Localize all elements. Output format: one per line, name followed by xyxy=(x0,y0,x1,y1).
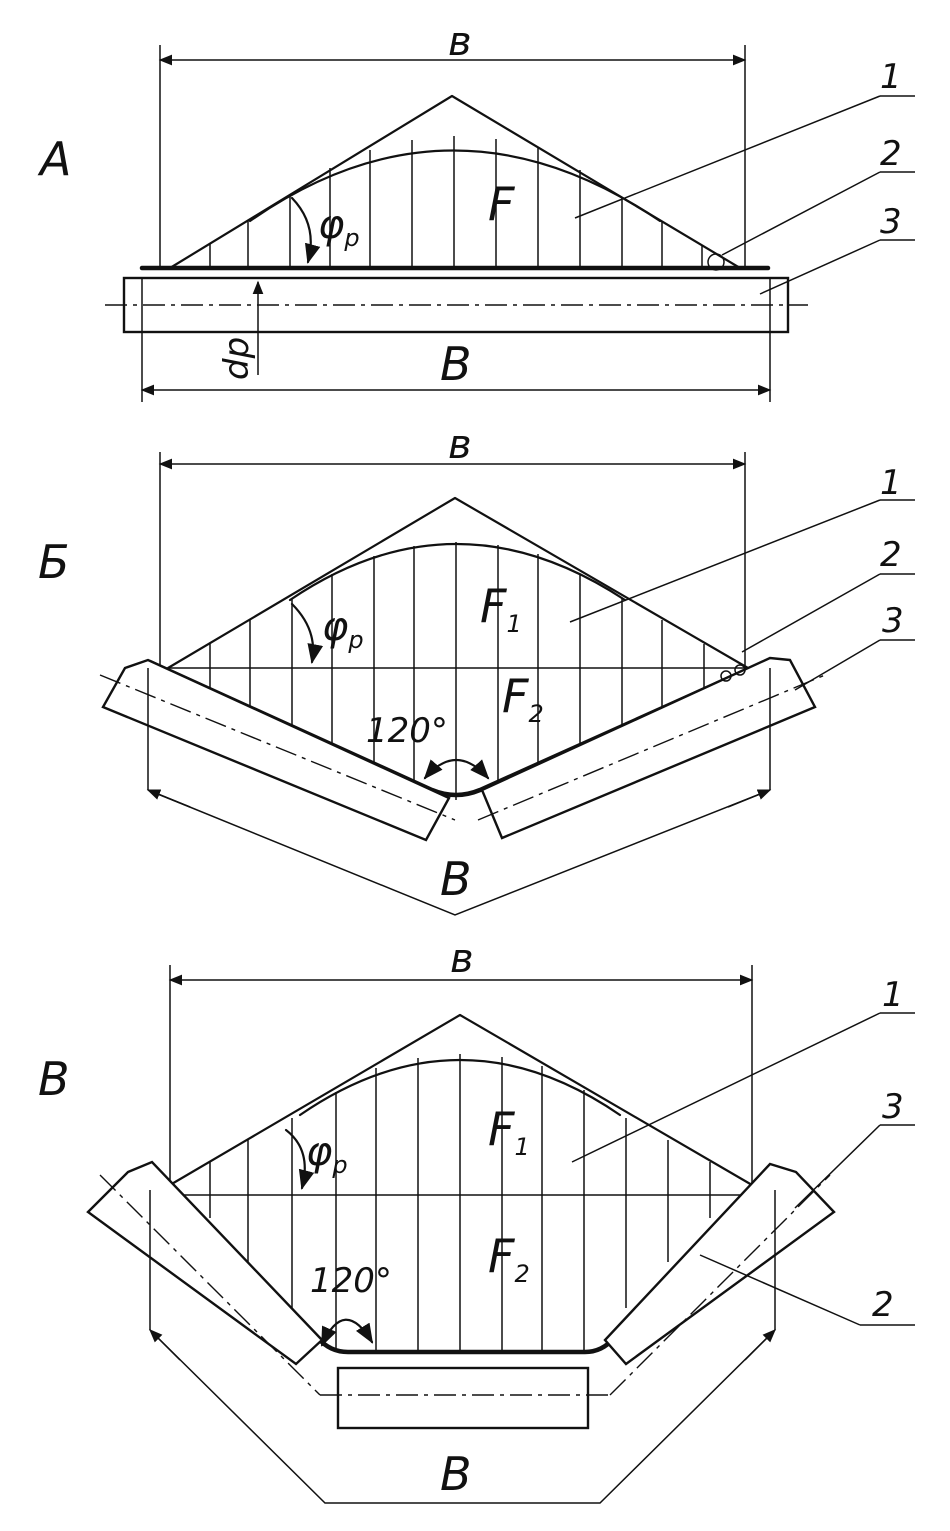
phi-label-b: φp xyxy=(322,604,364,654)
roller-center-c xyxy=(336,1366,590,1430)
area-f1-label-b: F1 xyxy=(480,579,522,638)
leader-2-a: 2 xyxy=(880,134,902,174)
pile-triangle-c xyxy=(168,1013,754,1187)
dim-B-label-a: В xyxy=(440,337,472,391)
hatch-lines-b xyxy=(209,542,705,800)
phi-label-c: φp xyxy=(306,1129,348,1179)
angle-arc-a xyxy=(290,196,321,264)
belt-edge-a xyxy=(707,253,725,271)
dim-B-line-b xyxy=(147,789,771,916)
dim-b-label: в xyxy=(448,19,472,65)
area-f2-label-c: F2 xyxy=(488,1229,530,1288)
leader-1-a: 1 xyxy=(880,57,902,97)
dim-dp-label: dp xyxy=(217,337,257,380)
leader-3-a: 3 xyxy=(880,202,902,242)
angle-120-arc-b xyxy=(423,758,490,780)
leader-3-b: 3 xyxy=(882,601,904,641)
roller-left-c xyxy=(86,1160,324,1366)
panel-c-label: В xyxy=(38,1052,70,1106)
dim-b-label-c: в xyxy=(450,936,474,982)
roller-left-b xyxy=(101,658,451,842)
panel-b: Б в φp F1 F2 120 xyxy=(38,422,915,916)
area-f-label: F xyxy=(488,177,515,231)
area-f2-label-b: F2 xyxy=(502,669,544,728)
leader-3-c: 3 xyxy=(882,1087,904,1127)
panel-a-label: A xyxy=(37,132,71,186)
hatch-lines-c xyxy=(209,1054,711,1350)
leader-1-c: 1 xyxy=(882,975,904,1015)
pile-triangle-b xyxy=(166,496,750,670)
angle-120-label-c: 120° xyxy=(310,1261,392,1301)
roller-right-b xyxy=(480,656,817,840)
angle-arc-b xyxy=(290,602,324,664)
leader-2-b: 2 xyxy=(880,535,902,575)
leader-2-c: 2 xyxy=(872,1285,894,1325)
leader-1-b: 1 xyxy=(880,463,902,503)
dim-b-label-b: в xyxy=(448,422,472,468)
phi-label-a: φp xyxy=(318,202,360,252)
pile-curve xyxy=(248,149,662,223)
panel-a: A в φp F xyxy=(37,19,915,402)
pile-curve-b xyxy=(288,542,627,602)
hatch-lines-a xyxy=(209,136,703,268)
angle-120-label-b: 120° xyxy=(366,711,448,751)
panel-b-label: Б xyxy=(38,535,70,589)
panel-c: В в φp F1 F2 120 xyxy=(38,936,915,1504)
pile-triangle xyxy=(168,94,742,270)
angle-120-arc-c xyxy=(320,1318,374,1347)
angle-arc-c xyxy=(284,1128,315,1190)
dim-B-line-c xyxy=(149,1329,776,1504)
dim-B-label-c: В xyxy=(440,1447,472,1501)
area-f1-label-c: F1 xyxy=(488,1102,530,1161)
dim-B-label-b: В xyxy=(440,852,472,906)
